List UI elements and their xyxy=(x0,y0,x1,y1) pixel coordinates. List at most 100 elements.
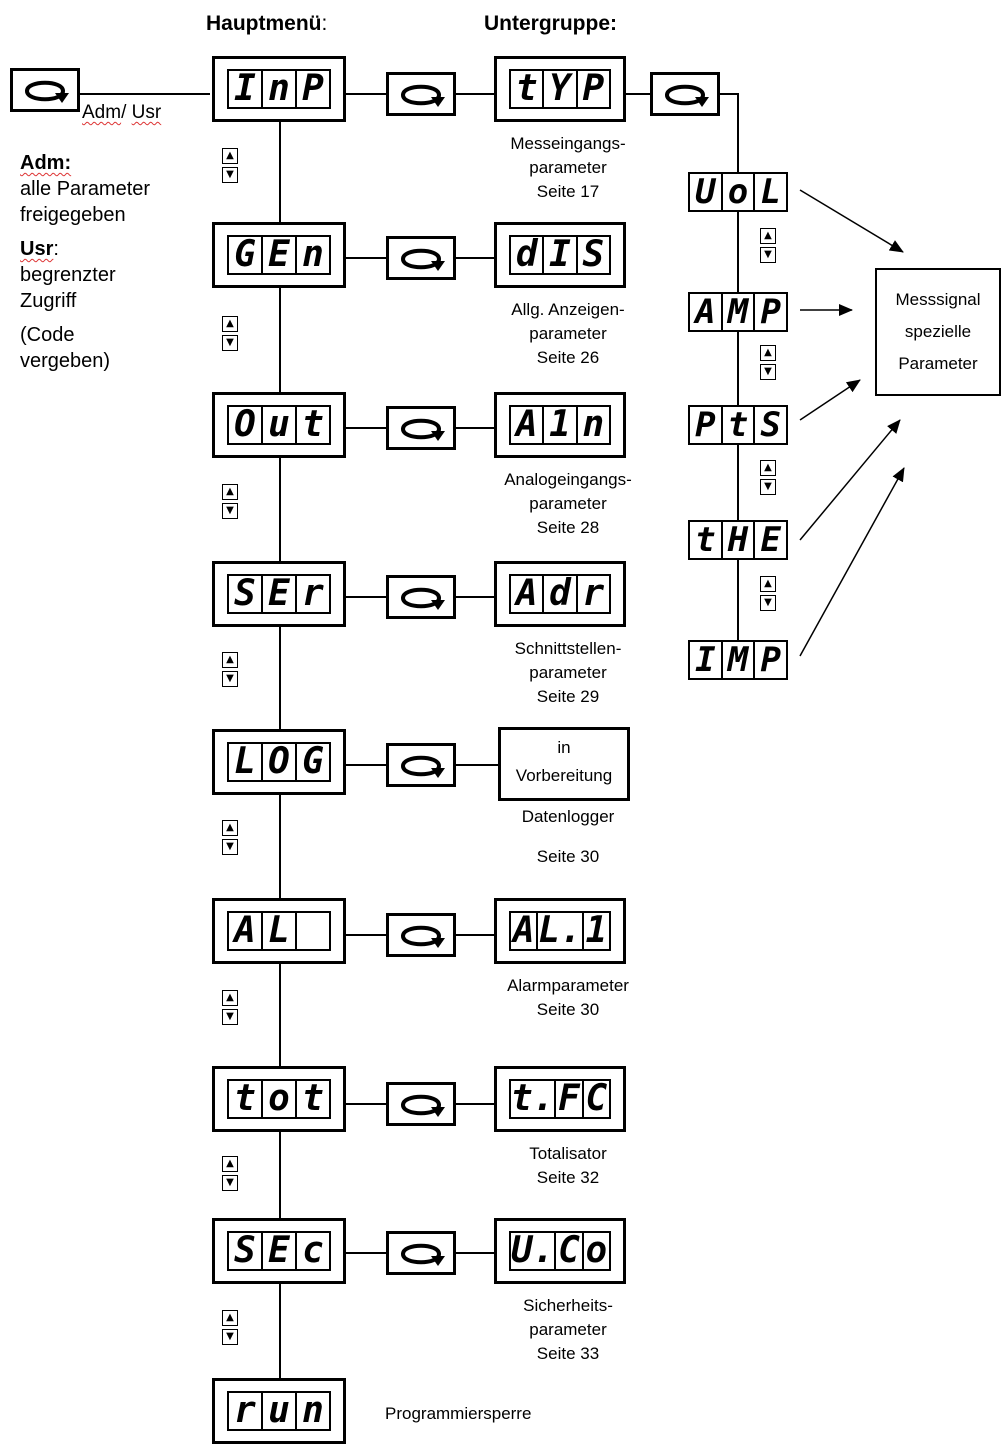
main-menu-heading-text: Hauptmenü xyxy=(206,12,322,35)
run-caption: Programmiersperre xyxy=(385,1404,532,1423)
down-arrow-icon[interactable]: ▼ xyxy=(222,1175,238,1191)
down-arrow-icon[interactable]: ▼ xyxy=(222,167,238,183)
caption-line: Seite 30 xyxy=(536,1000,600,1019)
display-digit: A xyxy=(511,576,545,612)
caption-line: Seite 33 xyxy=(536,1344,600,1363)
rotate-icon xyxy=(25,80,69,103)
caption-line: Analogeingangs- xyxy=(504,470,632,489)
caption-line: Seite 29 xyxy=(536,687,600,706)
up-arrow-icon[interactable]: ▲ xyxy=(760,228,776,244)
up-arrow-icon[interactable]: ▲ xyxy=(760,345,776,361)
caption-line: Allg. Anzeigen- xyxy=(511,300,625,319)
display-digit: t xyxy=(690,522,723,558)
up-arrow-icon[interactable]: ▲ xyxy=(222,1310,238,1326)
down-arrow-icon[interactable]: ▼ xyxy=(760,479,776,495)
rotate-button[interactable] xyxy=(386,406,456,450)
down-arrow-icon[interactable]: ▼ xyxy=(222,503,238,519)
display-digit: n xyxy=(302,234,324,275)
rotate-button[interactable] xyxy=(386,72,456,116)
display-digit: G xyxy=(229,237,263,273)
code-line-2: vergeben) xyxy=(20,350,111,372)
up-arrow-icon[interactable]: ▲ xyxy=(222,484,238,500)
display-digit: I xyxy=(229,71,263,107)
rotate-button[interactable] xyxy=(386,743,456,787)
display-digit: U xyxy=(690,174,723,210)
up-arrow-icon[interactable]: ▲ xyxy=(222,820,238,836)
rotate-icon xyxy=(401,418,445,441)
entry-separator: / xyxy=(121,102,127,123)
down-arrow-icon[interactable]: ▼ xyxy=(222,335,238,351)
code-line-1: (Code xyxy=(20,324,75,346)
up-down-buttons[interactable]: ▲▼ xyxy=(760,228,776,264)
signal-parameters-line-2: spezielle xyxy=(904,322,972,341)
rotate-button[interactable] xyxy=(386,1082,456,1126)
up-down-buttons[interactable]: ▲▼ xyxy=(222,484,238,520)
down-arrow-icon[interactable]: ▼ xyxy=(222,1329,238,1345)
down-arrow-icon[interactable]: ▼ xyxy=(222,1009,238,1025)
display-digit: d xyxy=(544,576,578,612)
up-arrow-icon[interactable]: ▲ xyxy=(222,1156,238,1172)
display-digit: r xyxy=(229,1393,263,1429)
up-down-buttons[interactable]: ▲▼ xyxy=(760,460,776,496)
display-digit: P xyxy=(760,640,781,680)
down-arrow-icon[interactable]: ▼ xyxy=(760,247,776,263)
caption-line: Sicherheits- xyxy=(523,1296,613,1315)
down-arrow-icon[interactable]: ▼ xyxy=(760,364,776,380)
down-arrow-icon[interactable]: ▼ xyxy=(222,671,238,687)
display-digit: M xyxy=(723,642,756,678)
up-down-buttons[interactable]: ▲▼ xyxy=(222,1156,238,1192)
caption-line: parameter xyxy=(529,158,607,177)
up-down-buttons[interactable]: ▲▼ xyxy=(760,576,776,612)
rotate-button[interactable] xyxy=(386,236,456,280)
rotate-button[interactable] xyxy=(386,913,456,957)
rotate-icon xyxy=(401,1094,445,1117)
caption-line: Seite 17 xyxy=(536,182,600,201)
display-digit: n xyxy=(582,404,605,445)
display-digit: C xyxy=(556,1233,584,1269)
up-arrow-icon[interactable]: ▲ xyxy=(222,316,238,332)
up-down-buttons[interactable]: ▲▼ xyxy=(222,148,238,184)
down-arrow-icon[interactable]: ▼ xyxy=(222,839,238,855)
up-down-buttons[interactable]: ▲▼ xyxy=(222,820,238,856)
display-digit: r xyxy=(302,573,324,614)
usr-title-colon: : xyxy=(53,238,59,260)
up-down-buttons[interactable]: ▲▼ xyxy=(222,316,238,352)
up-arrow-icon[interactable]: ▲ xyxy=(760,460,776,476)
caption-line: Seite 30 xyxy=(536,847,600,866)
display-digit: t xyxy=(511,71,545,107)
up-down-buttons[interactable]: ▲▼ xyxy=(222,1310,238,1346)
up-arrow-icon[interactable]: ▲ xyxy=(222,148,238,164)
rotate-icon xyxy=(401,1243,445,1266)
up-arrow-icon[interactable]: ▲ xyxy=(222,652,238,668)
up-down-buttons[interactable]: ▲▼ xyxy=(222,990,238,1026)
up-down-buttons[interactable]: ▲▼ xyxy=(760,345,776,381)
rotate-button[interactable] xyxy=(386,1231,456,1275)
display-digit: A xyxy=(229,913,263,949)
up-down-buttons[interactable]: ▲▼ xyxy=(222,652,238,688)
sub-menu-heading: Untergruppe: xyxy=(484,12,617,35)
display-digit: P xyxy=(760,292,781,332)
up-arrow-icon[interactable]: ▲ xyxy=(760,576,776,592)
up-arrow-icon[interactable]: ▲ xyxy=(222,990,238,1006)
caption-line: Datenlogger xyxy=(521,807,615,826)
usr-title: Usr: xyxy=(20,236,150,262)
down-arrow-icon[interactable]: ▼ xyxy=(760,595,776,611)
rotate-button[interactable] xyxy=(386,575,456,619)
entry-rotate-button[interactable] xyxy=(10,68,80,112)
signal-rotate-button[interactable] xyxy=(650,72,720,116)
caption-line: Seite 26 xyxy=(536,348,600,367)
